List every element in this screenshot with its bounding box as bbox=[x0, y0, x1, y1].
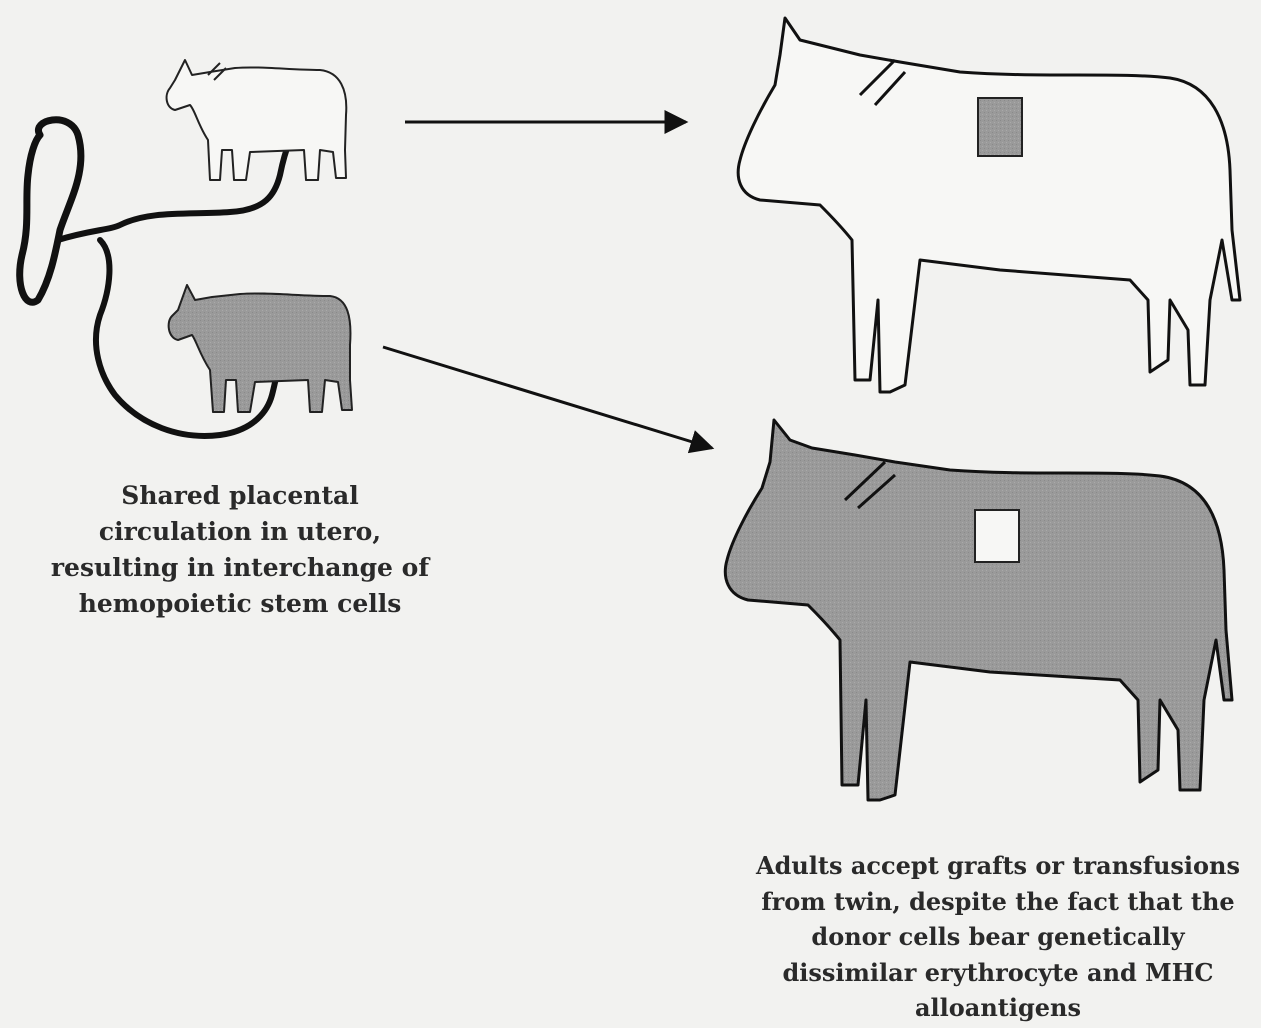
caption-line: from twin, despite the fact that the bbox=[735, 884, 1261, 920]
caption-line: dissimilar erythrocyte and MHC bbox=[735, 955, 1261, 991]
arrow-to-shaded-adult bbox=[383, 347, 712, 448]
graft-acceptance-caption: Adults accept grafts or transfusions fro… bbox=[735, 848, 1261, 1026]
placental-circulation-caption: Shared placental circulation in utero, r… bbox=[20, 478, 460, 622]
caption-line: Shared placental bbox=[20, 478, 460, 514]
caption-line: donor cells bear genetically bbox=[735, 919, 1261, 955]
placenta-loop bbox=[20, 120, 81, 302]
caption-line: alloantigens bbox=[735, 990, 1261, 1026]
caption-line: resulting in interchange of bbox=[20, 550, 460, 586]
adult-cow-light-icon bbox=[738, 18, 1240, 392]
caption-line: circulation in utero, bbox=[20, 514, 460, 550]
caption-line: hemopoietic stem cells bbox=[20, 586, 460, 622]
skin-graft-patch bbox=[975, 510, 1019, 562]
calf-shaded-icon bbox=[169, 285, 352, 412]
adult-cow-shaded-icon bbox=[725, 420, 1232, 800]
calf-light-icon bbox=[167, 60, 347, 180]
skin-graft-patch bbox=[978, 98, 1022, 156]
caption-line: Adults accept grafts or transfusions bbox=[735, 848, 1261, 884]
umbilical-cord-upper bbox=[58, 140, 290, 240]
